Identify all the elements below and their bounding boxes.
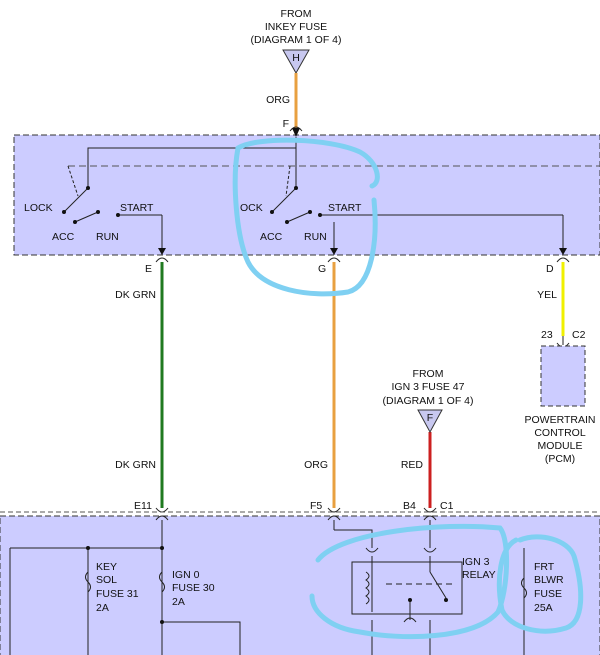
switch-acc-label-2: ACC — [260, 231, 283, 243]
connector-f-label: F — [427, 412, 433, 424]
switch-run-label-1: RUN — [96, 231, 119, 243]
key-sol-label-4: 2A — [96, 602, 109, 614]
from-ign3-label-3: (DIAGRAM 1 OF 4) — [382, 395, 473, 407]
frt-blwr-label-4: 25A — [534, 602, 553, 614]
ign0-label-2: FUSE 30 — [172, 582, 215, 594]
pcm-label-3: MODULE — [538, 440, 583, 452]
switch-start-label-2: START — [328, 202, 362, 214]
key-sol-label-1: KEY — [96, 561, 117, 573]
pcm-connector-label: C2 — [572, 329, 586, 341]
pcm-box — [540, 345, 586, 407]
key-sol-label-2: SOL — [96, 574, 117, 586]
connector-h-triangle — [282, 49, 310, 75]
pin-f-top-label: F — [283, 118, 289, 130]
connector-f-triangle — [417, 409, 443, 434]
ignition-switch-circuit — [63, 137, 564, 255]
pin-c1-label: C1 — [440, 500, 454, 512]
wire-yel-label: YEL — [537, 289, 557, 301]
from-ign3-label-2: IGN 3 FUSE 47 — [392, 381, 465, 393]
connector-h-label: H — [292, 52, 300, 64]
switch-ock-label: OCK — [240, 202, 263, 214]
from-inkey-label-3: (DIAGRAM 1 OF 4) — [250, 34, 341, 46]
from-ign3-label-1: FROM — [413, 368, 444, 380]
wire-dkgrn-label-1: DK GRN — [115, 289, 156, 301]
fuse-block-circuit — [9, 520, 527, 655]
fuse-block-dots — [86, 546, 448, 624]
ign0-label-1: IGN 0 — [172, 569, 200, 581]
from-inkey-label-2: INKEY FUSE — [265, 21, 327, 33]
switch-run-label-2: RUN — [304, 231, 327, 243]
annotation-marks — [232, 137, 584, 640]
switch-arrows — [158, 128, 567, 255]
pin-g-label: G — [318, 263, 326, 275]
ign3-relay-label-1: IGN 3 — [462, 556, 490, 568]
switch-lock-label: LOCK — [24, 202, 53, 214]
switch-connector-arcs — [155, 126, 570, 263]
annotation-circle-fuse — [496, 534, 584, 634]
wire-red-label: RED — [401, 459, 424, 471]
switch-acc-label-1: ACC — [52, 231, 75, 243]
ign3-relay-label-2: RELAY — [462, 569, 496, 581]
frt-blwr-label-1: FRT — [534, 561, 555, 573]
wire-org-top-label: ORG — [266, 94, 290, 106]
switch-start-label-1: START — [120, 202, 154, 214]
pin-d-label: D — [546, 263, 554, 275]
pin-e11-label: E11 — [134, 500, 152, 512]
annotation-circle-switch — [232, 137, 380, 297]
frt-blwr-label-2: BLWR — [534, 574, 564, 586]
ign0-label-3: 2A — [172, 596, 185, 608]
pcm-label-1: POWERTRAIN — [525, 414, 596, 426]
pin-f5-label: F5 — [310, 500, 322, 512]
pcm-label-2: CONTROL — [534, 427, 585, 439]
ignition-switch-panel — [13, 134, 600, 256]
bottom-connector-arcs — [155, 507, 437, 521]
pin-e-label: E — [145, 263, 152, 275]
wire-dkgrn-label-2: DK GRN — [115, 459, 156, 471]
pcm-label-4: (PCM) — [545, 453, 575, 465]
frt-blwr-label-3: FUSE — [534, 588, 562, 600]
wire-org-mid-label: ORG — [304, 459, 328, 471]
from-inkey-label-1: FROM — [281, 8, 312, 20]
pin-b4-label: B4 — [403, 500, 416, 512]
pcm-pin-label: 23 — [541, 329, 553, 341]
key-sol-label-3: FUSE 31 — [96, 588, 139, 600]
switch-contact-dots — [62, 186, 322, 224]
